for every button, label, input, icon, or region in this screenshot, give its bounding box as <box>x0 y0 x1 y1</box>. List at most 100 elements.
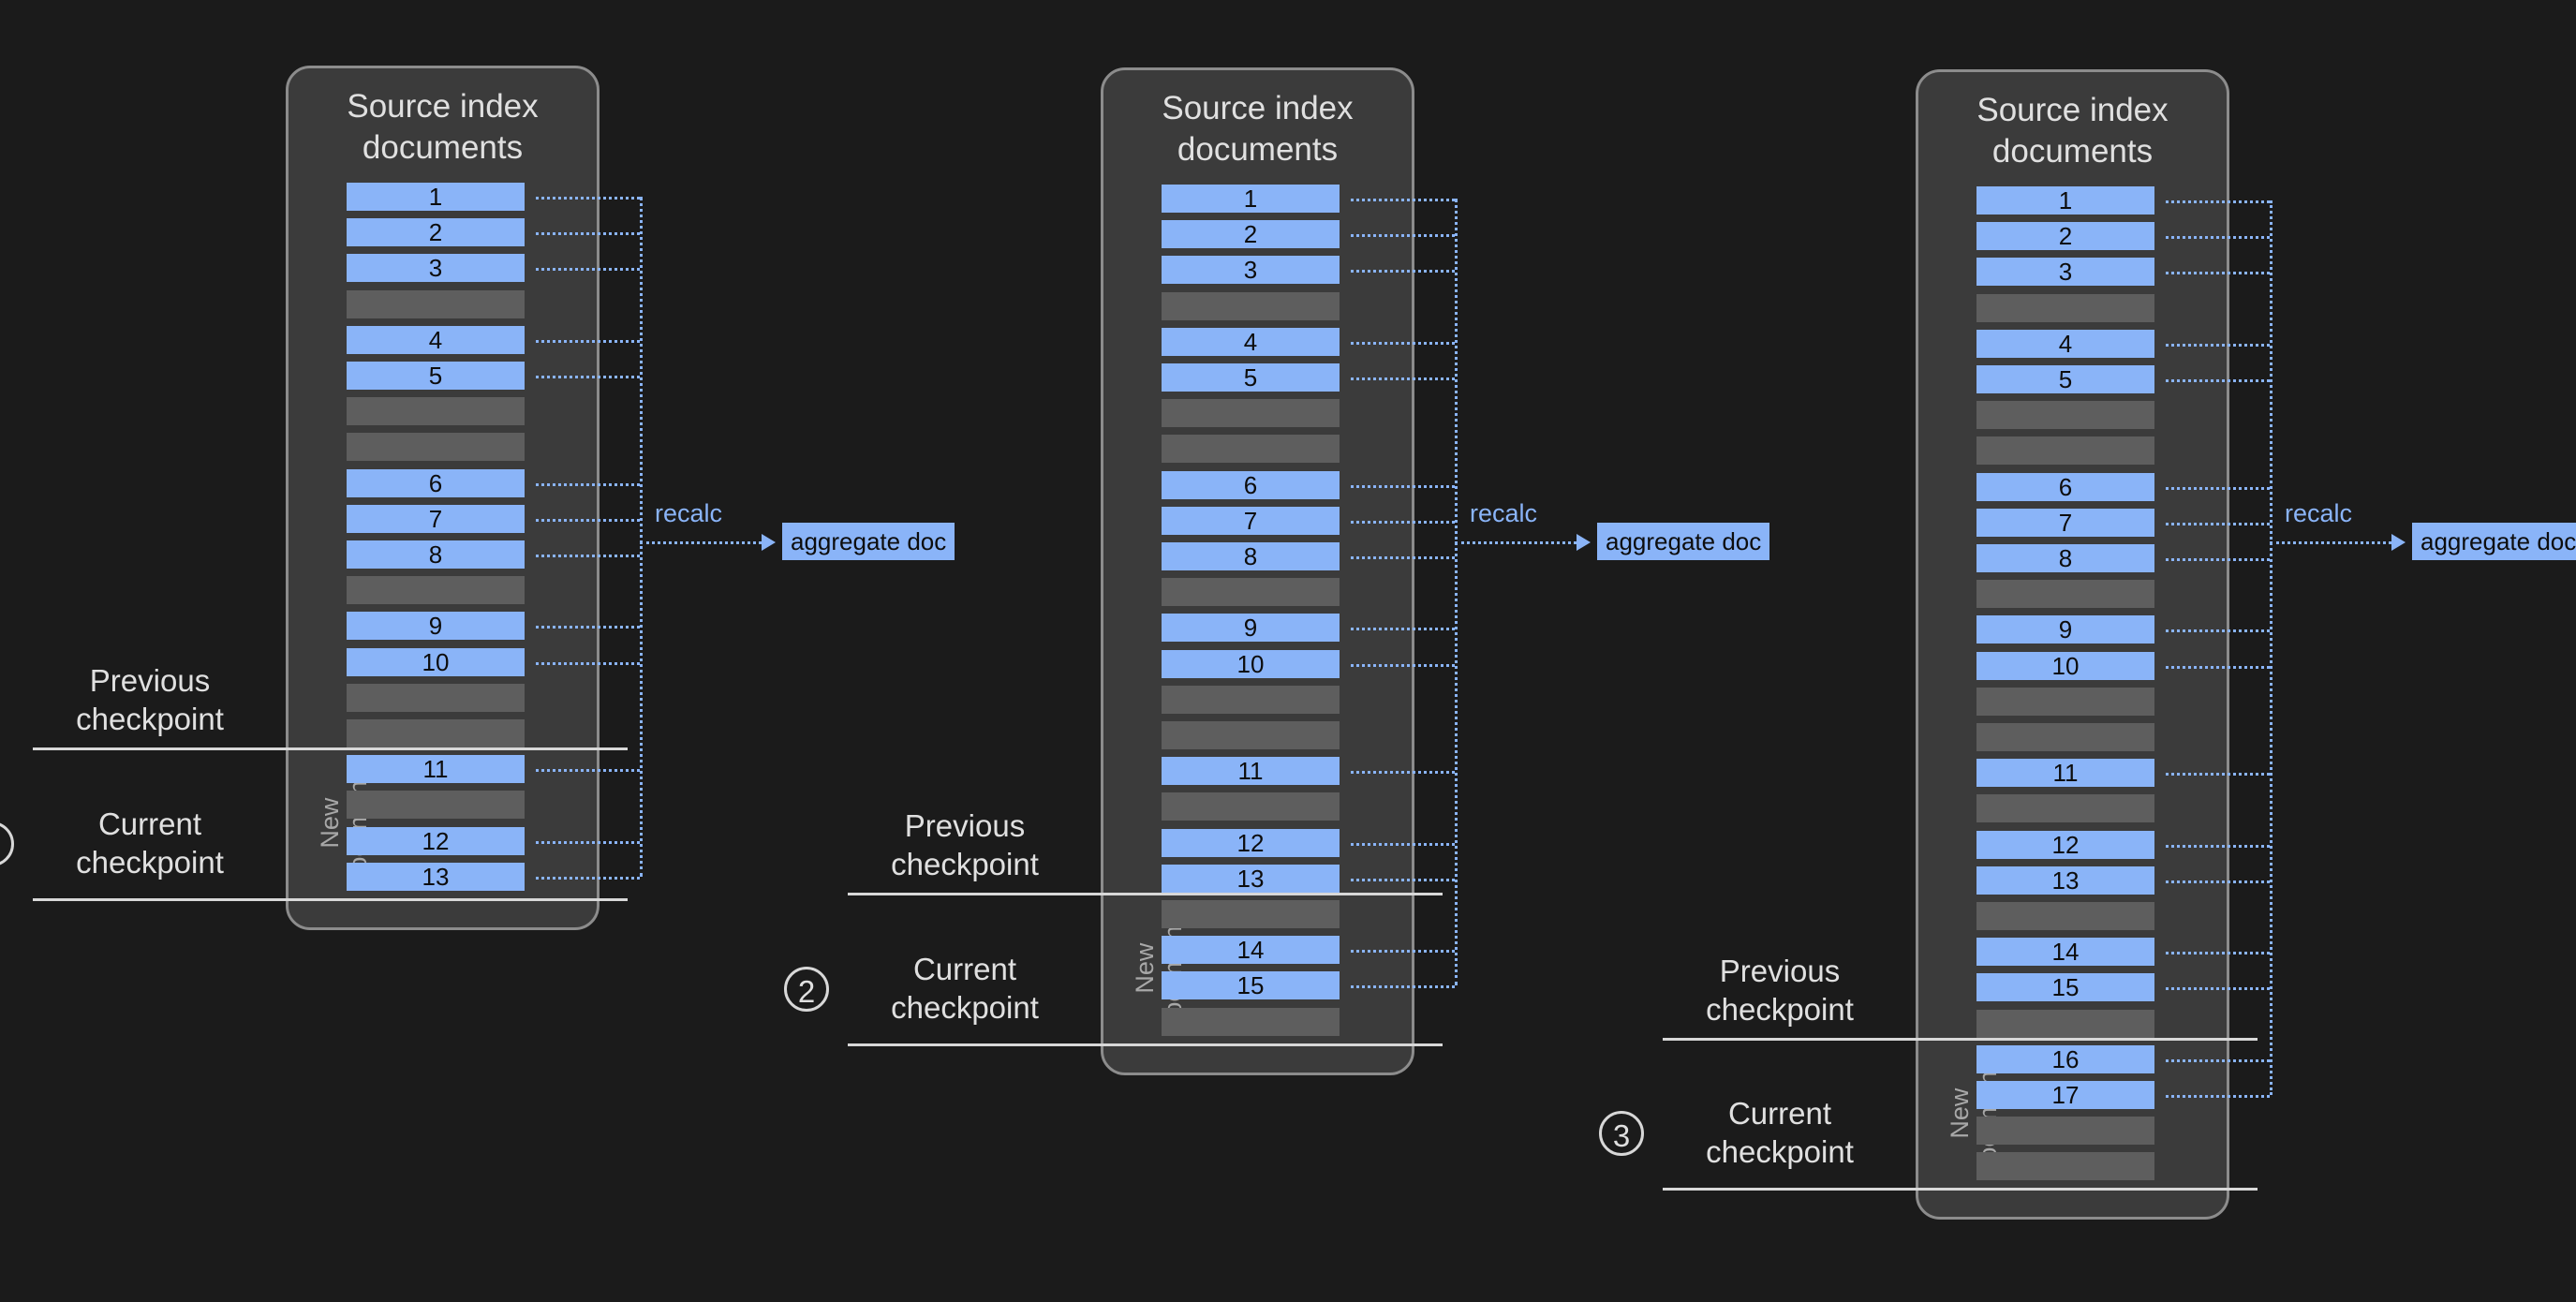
empty-row <box>1162 900 1340 928</box>
previous-checkpoint-label-1: Previous checkpoint <box>76 663 224 737</box>
empty-row <box>347 397 525 426</box>
document-row-4: 4 <box>347 325 525 354</box>
empty-row <box>347 289 525 318</box>
current-checkpoint-line-3 <box>1663 1188 2258 1191</box>
recalc-label-3: recalc <box>2285 499 2353 527</box>
document-row-2: 2 <box>347 218 525 247</box>
connector-line-2 <box>1351 234 1455 238</box>
connector-line-9 <box>536 626 640 629</box>
empty-row <box>1976 401 2154 430</box>
empty-row <box>347 576 525 605</box>
connector-line-10 <box>1351 663 1455 667</box>
recalc-arrow-3 <box>2270 541 2391 544</box>
empty-row <box>1976 687 2154 716</box>
empty-row <box>347 433 525 462</box>
document-row-3: 3 <box>347 254 525 283</box>
document-row-5: 5 <box>1976 365 2154 393</box>
panel-title-2: Source index documents <box>1162 90 1354 168</box>
connector-line-11 <box>2166 773 2270 777</box>
document-row-5: 5 <box>1162 363 1340 392</box>
document-row-13: 13 <box>347 862 525 891</box>
connector-line-4 <box>536 339 640 343</box>
previous-checkpoint-line-2 <box>848 893 1443 895</box>
connector-line-2 <box>2166 236 2270 240</box>
recalc-arrowhead-3 <box>2391 534 2406 551</box>
stage-number-badge-3: 3 <box>1599 1111 1644 1157</box>
empty-row <box>347 719 525 747</box>
empty-row <box>347 791 525 820</box>
document-row-11: 11 <box>347 755 525 784</box>
empty-row <box>1976 580 2154 609</box>
document-row-6: 6 <box>1976 472 2154 501</box>
connector-line-12 <box>2166 844 2270 848</box>
document-row-9: 9 <box>1162 614 1340 643</box>
connector-line-17 <box>2166 1095 2270 1098</box>
document-row-3: 3 <box>1976 258 2154 287</box>
document-row-2: 2 <box>1162 220 1340 249</box>
document-row-14: 14 <box>1162 936 1340 965</box>
empty-row <box>1162 685 1340 714</box>
connector-line-1 <box>536 197 640 200</box>
document-row-14: 14 <box>1976 938 2154 967</box>
recalc-arrowhead-1 <box>762 534 776 551</box>
connector-line-16 <box>2166 1058 2270 1062</box>
document-row-7: 7 <box>1976 508 2154 537</box>
connector-line-3 <box>2166 272 2270 275</box>
document-row-12: 12 <box>347 826 525 855</box>
document-row-7: 7 <box>1162 506 1340 535</box>
empty-row <box>347 683 525 712</box>
document-row-7: 7 <box>347 504 525 533</box>
current-checkpoint-line-2 <box>848 1043 1443 1046</box>
current-checkpoint-label-1: Current checkpoint <box>76 806 224 880</box>
document-row-12: 12 <box>1976 830 2154 859</box>
connector-line-3 <box>536 268 640 272</box>
connector-line-4 <box>1351 341 1455 345</box>
document-row-10: 10 <box>1976 651 2154 680</box>
connector-spine-3 <box>2270 200 2273 1095</box>
current-checkpoint-line-1 <box>33 897 628 901</box>
document-row-6: 6 <box>347 468 525 497</box>
empty-row <box>1976 1152 2154 1181</box>
connector-line-13 <box>536 876 640 880</box>
connector-line-5 <box>2166 379 2270 382</box>
empty-row <box>1976 293 2154 322</box>
document-row-3: 3 <box>1162 256 1340 285</box>
connector-line-12 <box>1351 842 1455 846</box>
document-row-13: 13 <box>1976 866 2154 895</box>
empty-row <box>1976 902 2154 930</box>
stage-number-badge-1: 1 <box>0 821 14 866</box>
empty-row <box>1976 794 2154 823</box>
connector-line-15 <box>1351 985 1455 989</box>
connector-line-11 <box>1351 771 1455 775</box>
connector-line-14 <box>1351 950 1455 954</box>
document-row-10: 10 <box>347 647 525 676</box>
document-row-1: 1 <box>1976 186 2154 215</box>
document-row-8: 8 <box>1976 544 2154 572</box>
connector-line-10 <box>2166 665 2270 669</box>
connector-line-7 <box>1351 520 1455 524</box>
connector-line-8 <box>2166 558 2270 561</box>
empty-row <box>1162 399 1340 428</box>
document-row-4: 4 <box>1976 329 2154 358</box>
connector-line-8 <box>536 555 640 557</box>
stage-number-badge-2: 2 <box>784 966 829 1012</box>
panel-title-1: Source index documents <box>347 88 539 166</box>
empty-row <box>1162 721 1340 749</box>
recalc-arrowhead-2 <box>1577 534 1591 551</box>
empty-row <box>1162 435 1340 464</box>
previous-checkpoint-label-2: Previous checkpoint <box>891 808 1039 881</box>
document-row-6: 6 <box>1162 470 1340 499</box>
document-row-16: 16 <box>1976 1044 2154 1073</box>
connector-line-3 <box>1351 270 1455 274</box>
document-row-11: 11 <box>1162 757 1340 786</box>
connector-line-11 <box>536 769 640 773</box>
document-row-15: 15 <box>1162 971 1340 1000</box>
connector-line-2 <box>536 232 640 236</box>
document-row-15: 15 <box>1976 973 2154 1002</box>
empty-row <box>1976 723 2154 751</box>
document-row-13: 13 <box>1162 864 1340 893</box>
empty-row <box>1976 1009 2154 1038</box>
connector-line-9 <box>1351 628 1455 631</box>
previous-checkpoint-label-3: Previous checkpoint <box>1706 953 1854 1027</box>
connector-line-10 <box>536 661 640 665</box>
